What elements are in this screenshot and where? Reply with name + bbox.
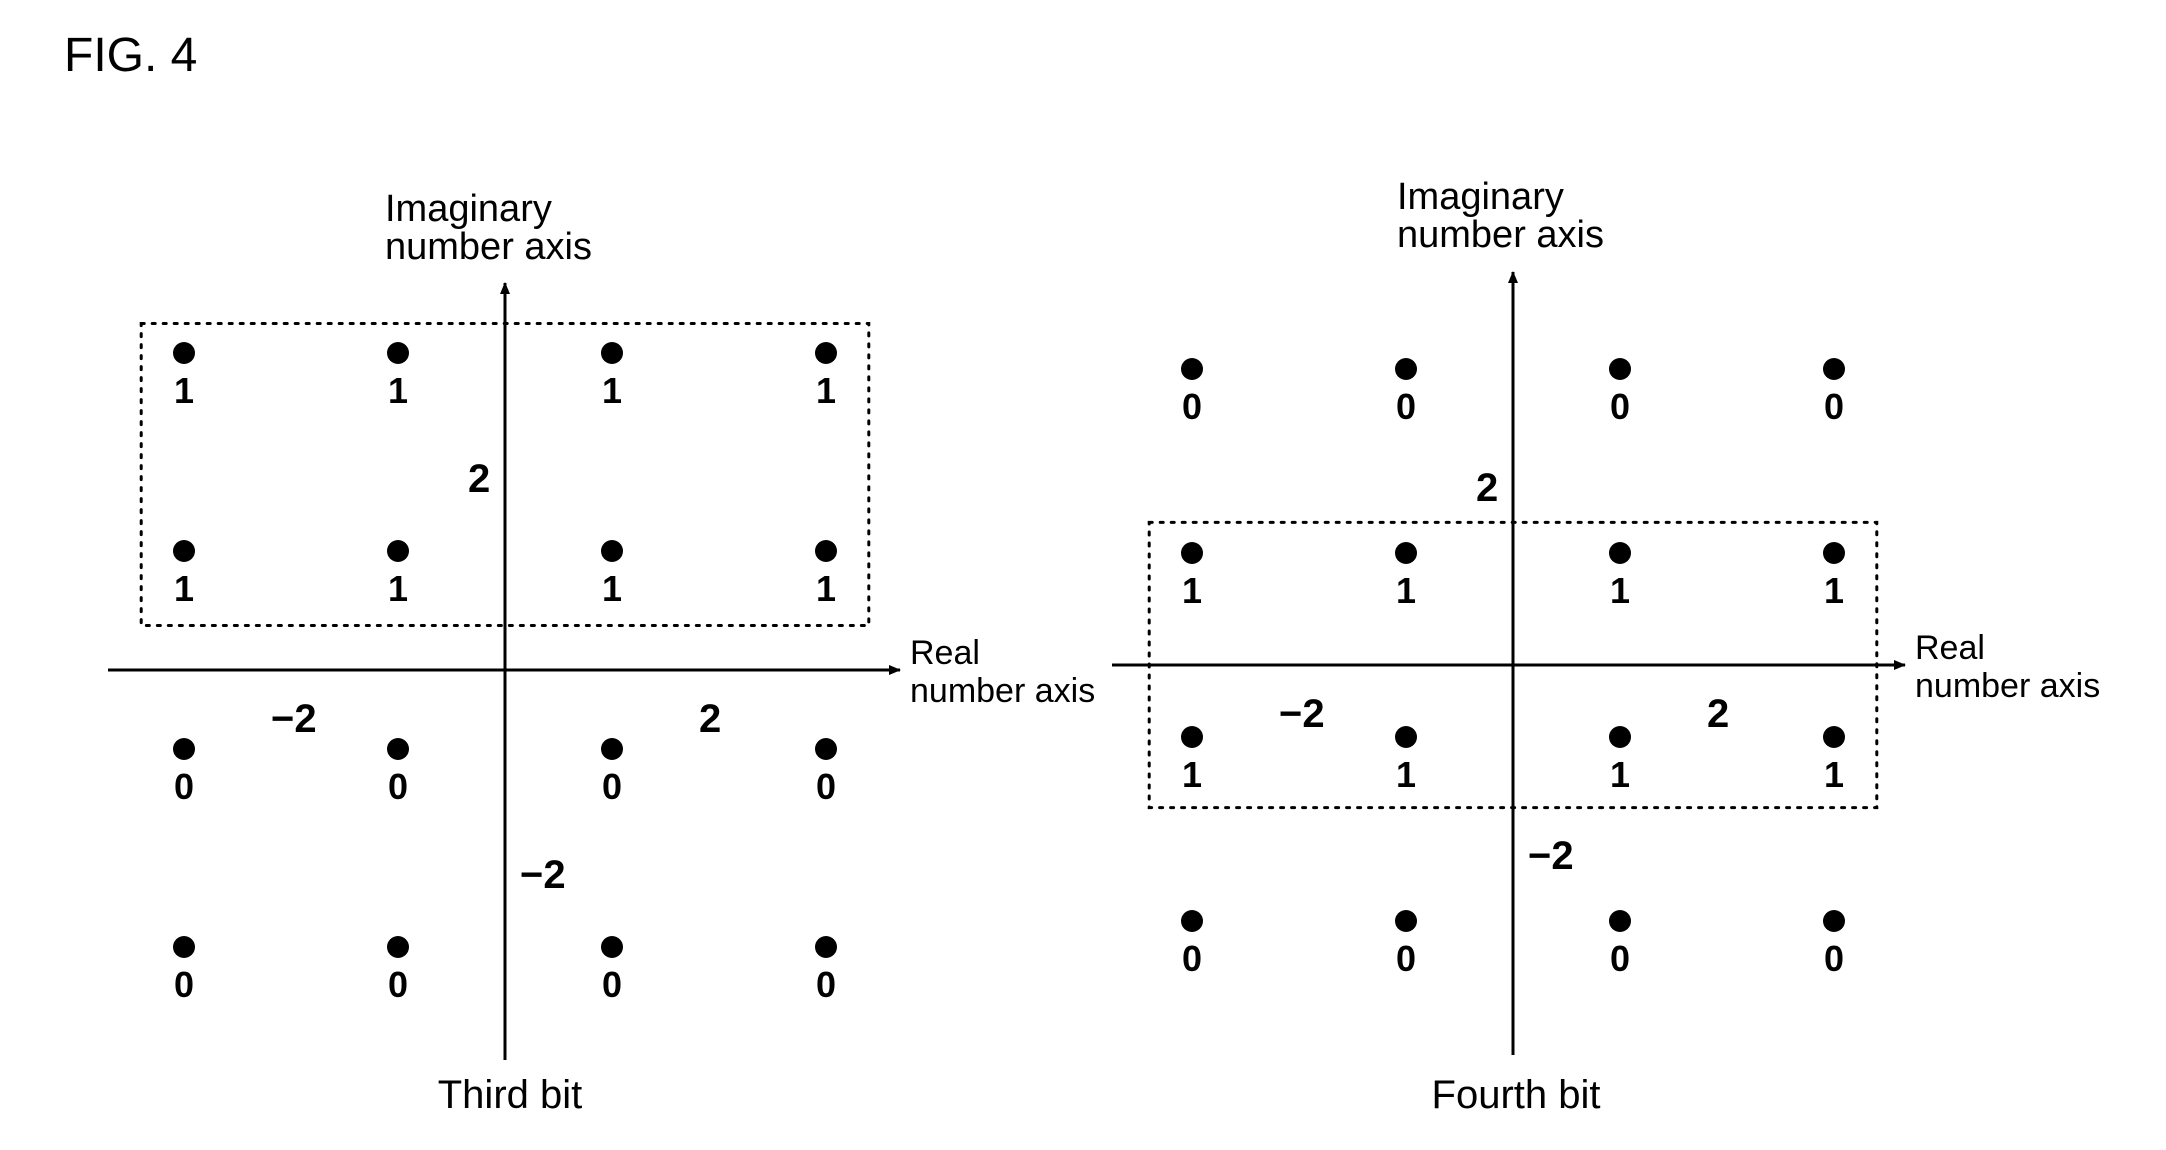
bit-label: 1 (1824, 754, 1844, 795)
bit-label: 1 (174, 370, 194, 411)
constellation-point (815, 738, 837, 760)
constellation-point (173, 738, 195, 760)
bit-label: 0 (388, 964, 408, 1005)
y-tick-label: 2 (1476, 466, 1498, 510)
bit-label: 1 (1610, 754, 1630, 795)
bit-label: 0 (1396, 938, 1416, 979)
bit-label: 1 (1610, 570, 1630, 611)
bit-label: 0 (1610, 938, 1630, 979)
bit-label: 0 (816, 964, 836, 1005)
constellation-point (1823, 726, 1845, 748)
real-axis-label: Realnumber axis (1915, 629, 2100, 705)
constellation-point (815, 540, 837, 562)
constellation-point (1823, 910, 1845, 932)
imaginary-axis-label: Imaginarynumber axis (1397, 176, 1604, 256)
y-tick-label: −2 (520, 853, 566, 897)
bit-label: 1 (388, 370, 408, 411)
constellation-point (387, 738, 409, 760)
bit-label: 0 (388, 766, 408, 807)
x-tick-label: 2 (699, 697, 721, 741)
bit-label: 1 (1182, 754, 1202, 795)
constellation-point (1181, 910, 1203, 932)
constellation-point (387, 540, 409, 562)
bit-label: 1 (388, 568, 408, 609)
constellation-point (1395, 726, 1417, 748)
imaginary-axis-label: Imaginarynumber axis (385, 188, 592, 268)
bit-label: 0 (174, 964, 194, 1005)
bit-label: 1 (816, 568, 836, 609)
constellation-point (1823, 358, 1845, 380)
constellation-point (815, 342, 837, 364)
constellation-point (1395, 542, 1417, 564)
bit-label: 0 (1824, 938, 1844, 979)
bit-label: 0 (1182, 938, 1202, 979)
y-tick-label: 2 (468, 457, 490, 501)
constellation-point (1609, 358, 1631, 380)
bit-label: 0 (602, 964, 622, 1005)
real-axis-label: Realnumber axis (910, 634, 1095, 710)
bit-label: 0 (1182, 386, 1202, 427)
bit-label: 1 (602, 568, 622, 609)
constellation-point (601, 540, 623, 562)
bit-label: 1 (816, 370, 836, 411)
constellation-point (601, 342, 623, 364)
x-tick-label: −2 (271, 697, 317, 741)
bit-label: 0 (174, 766, 194, 807)
bit-label: 0 (1610, 386, 1630, 427)
constellation-point (173, 936, 195, 958)
constellation-point (815, 936, 837, 958)
constellation-point (601, 936, 623, 958)
constellation-point (1609, 542, 1631, 564)
constellation-point (387, 342, 409, 364)
constellation-point (387, 936, 409, 958)
panel-title: Fourth bit (1432, 1073, 1601, 1117)
bit-label: 1 (1396, 754, 1416, 795)
y-tick-label: −2 (1528, 834, 1574, 878)
constellation-panel-1: −2 2 2 −2 1 1 1 1 1 1 1 1 0 0 0 0 0 0 0 0 (108, 283, 900, 1060)
constellation-point (1395, 910, 1417, 932)
panel-title: Third bit (438, 1073, 583, 1117)
x-tick-label: −2 (1279, 692, 1325, 736)
bit-label: 0 (1824, 386, 1844, 427)
bit-label: 1 (1182, 570, 1202, 611)
x-tick-label: 2 (1707, 692, 1729, 736)
bit-label: 0 (1396, 386, 1416, 427)
bit-label: 1 (602, 370, 622, 411)
constellation-point (1395, 358, 1417, 380)
bit-label: 0 (602, 766, 622, 807)
constellation-point (1181, 542, 1203, 564)
constellation-point (1823, 542, 1845, 564)
constellation-point (173, 342, 195, 364)
constellation-point (1181, 726, 1203, 748)
constellation-point (1609, 910, 1631, 932)
constellation-point (1181, 358, 1203, 380)
constellation-point (173, 540, 195, 562)
bit-label: 1 (1824, 570, 1844, 611)
constellation-point (1609, 726, 1631, 748)
constellation-point (601, 738, 623, 760)
bit-label: 0 (816, 766, 836, 807)
bit-label: 1 (174, 568, 194, 609)
constellation-panel-2: −2 2 2 −2 0 0 0 0 1 1 1 1 1 1 1 1 0 0 0 0 (1112, 272, 1905, 1055)
bit-label: 1 (1396, 570, 1416, 611)
